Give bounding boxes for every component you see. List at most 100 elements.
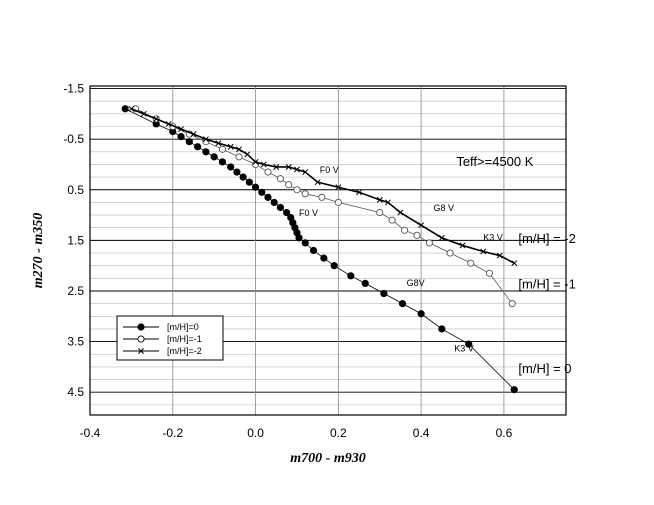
data-point xyxy=(459,242,466,249)
data-point-stroke xyxy=(480,248,487,255)
data-point-stroke xyxy=(138,348,144,354)
data-point xyxy=(309,246,318,255)
data-point-stroke xyxy=(285,164,292,170)
x-tick-label: 0.4 xyxy=(413,426,430,440)
data-point xyxy=(251,183,260,191)
data-point xyxy=(397,209,404,216)
data-point xyxy=(361,279,369,287)
data-point xyxy=(227,163,235,171)
data-point xyxy=(418,222,425,229)
data-point-stroke xyxy=(376,196,383,203)
data-point xyxy=(235,153,243,161)
data-point xyxy=(318,193,326,201)
legend-box xyxy=(116,315,224,361)
data-point xyxy=(202,148,210,156)
data-point xyxy=(215,140,222,147)
data-point xyxy=(485,269,493,277)
data-point-stroke xyxy=(511,260,518,267)
x-tick-label: 0.2 xyxy=(330,426,347,440)
data-point xyxy=(334,198,342,206)
data-point xyxy=(153,115,160,122)
data-point xyxy=(302,169,309,175)
data-point xyxy=(293,186,301,194)
data-point xyxy=(295,234,303,242)
data-point xyxy=(388,216,396,224)
data-point xyxy=(380,289,388,298)
data-point xyxy=(194,143,202,151)
data-point-stroke xyxy=(128,105,135,112)
annotation: F0 V xyxy=(320,165,339,175)
data-point xyxy=(438,234,445,241)
annotation: K3 V xyxy=(483,232,503,242)
legend-entry: [m/H]=0 xyxy=(123,322,199,332)
data-point xyxy=(330,262,338,270)
data-point xyxy=(264,168,272,176)
annotation: [m/H] = 0 xyxy=(518,361,571,376)
data-point-stroke xyxy=(302,169,309,175)
x-tick-label: 0.6 xyxy=(496,426,513,440)
data-point-stroke xyxy=(314,179,321,186)
grid xyxy=(89,86,566,415)
data-point xyxy=(496,252,503,259)
data-point xyxy=(356,189,362,196)
data-point-stroke xyxy=(418,222,425,229)
data-point xyxy=(233,168,241,176)
annotation: F0 V xyxy=(299,208,318,218)
data-point xyxy=(376,208,384,217)
data-point xyxy=(177,133,185,141)
legend: [m/H]=0 [m/H]=-1 [m/H]=-2 xyxy=(116,315,224,361)
data-point xyxy=(285,164,292,170)
data-point-stroke xyxy=(260,161,267,168)
data-point-stroke xyxy=(153,115,160,122)
data-point xyxy=(239,173,247,181)
data-point xyxy=(218,145,227,153)
annotation: [m/H] = -2 xyxy=(518,231,575,246)
data-point-stroke xyxy=(244,151,251,158)
y-tick-label: 4.5 xyxy=(67,385,84,399)
data-point xyxy=(202,136,209,143)
data-point xyxy=(401,226,409,234)
data-point-stroke xyxy=(215,140,222,147)
data-point xyxy=(276,175,284,183)
x-tick-label: -0.2 xyxy=(162,426,183,440)
series-line xyxy=(135,108,513,304)
annotation: G8V xyxy=(407,278,425,288)
data-point xyxy=(137,335,145,343)
data-point xyxy=(121,105,129,113)
data-point-stroke xyxy=(236,146,242,153)
data-point xyxy=(178,126,185,132)
data-point-stroke xyxy=(190,131,197,138)
series-1 xyxy=(131,105,516,308)
y-axis-label: m270 - m350 xyxy=(31,213,46,288)
y-tick-label: 1.5 xyxy=(67,233,84,247)
annotation: G8 V xyxy=(434,203,455,213)
y-tick-label: 2.5 xyxy=(67,284,84,298)
plot-frame xyxy=(89,85,567,416)
data-point xyxy=(276,203,284,212)
data-point-stroke xyxy=(252,158,259,165)
data-point xyxy=(137,323,145,331)
data-point-stroke xyxy=(165,121,172,127)
x-axis-label: m700 - m930 xyxy=(290,451,365,466)
legend-label: [m/H]=0 xyxy=(167,322,199,332)
data-point xyxy=(218,158,227,166)
legend-label: [m/H]=-1 xyxy=(167,334,202,344)
data-point xyxy=(314,179,321,186)
data-point xyxy=(283,208,291,217)
data-point xyxy=(508,300,516,308)
data-point-stroke xyxy=(140,110,147,117)
data-point-stroke xyxy=(459,242,466,249)
legend-entry: [m/H]=-2 xyxy=(123,346,202,356)
data-point-stroke xyxy=(202,136,209,143)
y-tick-label: -0.5 xyxy=(63,132,84,146)
data-point xyxy=(335,184,342,191)
data-point xyxy=(413,231,421,239)
data-point xyxy=(185,138,193,146)
data-point xyxy=(465,340,473,348)
legend-entry: [m/H]=-1 xyxy=(123,334,202,344)
data-point-stroke xyxy=(178,126,185,132)
x-tick-label: 0.0 xyxy=(247,426,264,440)
data-point-stroke xyxy=(294,166,300,173)
